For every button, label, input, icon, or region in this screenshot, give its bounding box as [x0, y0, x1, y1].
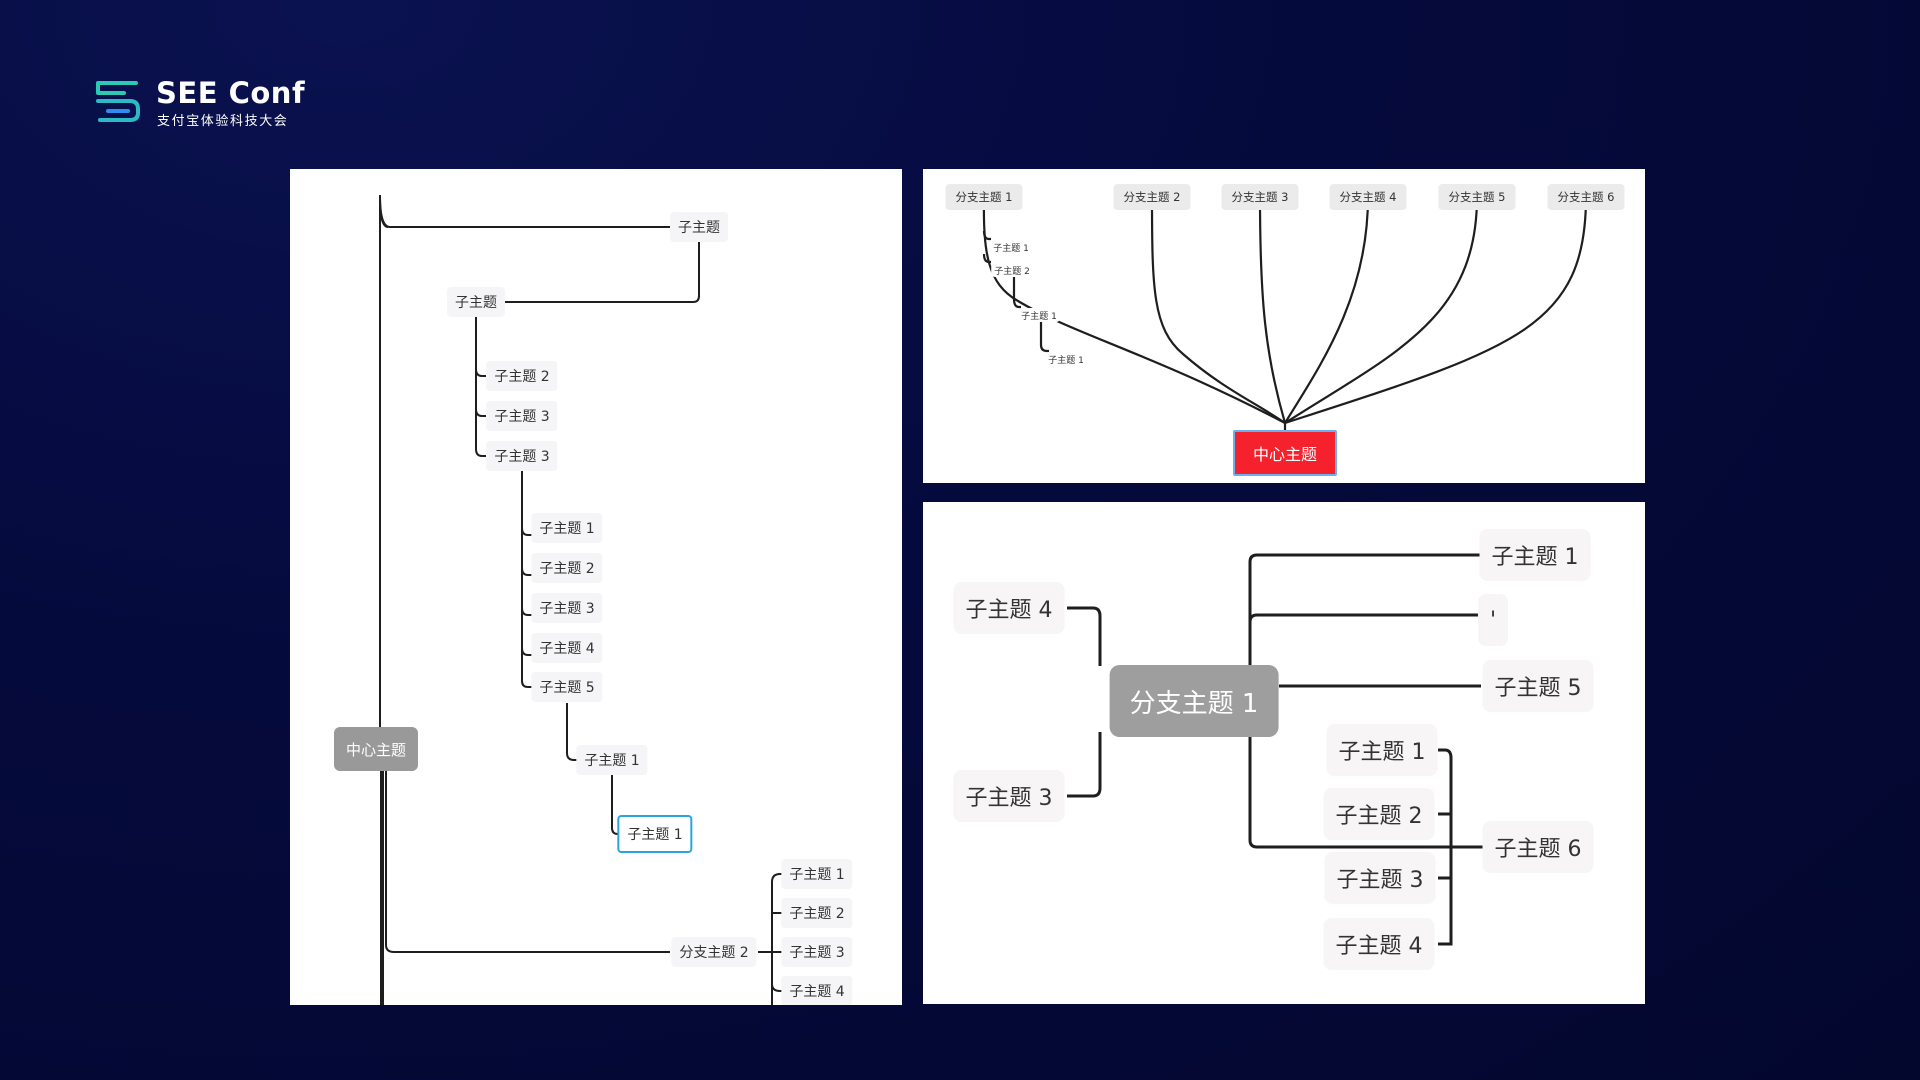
- right-topic-1[interactable]: 子主题 1: [1479, 529, 1591, 581]
- topic-level3-2[interactable]: 子主题 2: [531, 553, 603, 583]
- see-conf-logo: SEE Conf 支付宝体验科技大会: [94, 76, 305, 132]
- topic-level2-3[interactable]: 子主题 3: [486, 441, 558, 471]
- right-topic-empty[interactable]: ': [1477, 594, 1509, 646]
- branch-2-top[interactable]: 分支主题 2: [1113, 184, 1191, 210]
- see-conf-logo-icon: [96, 81, 140, 122]
- mindmap-panel-left: 子主题 子主题 子主题 2 子主题 3 子主题 3 子主题 1 子主题 2 子主…: [290, 169, 902, 1005]
- connectors-bottom-right: [1067, 553, 1483, 946]
- brand-name: SEE Conf: [156, 76, 306, 110]
- sub-topic-2[interactable]: 子主题 2: [1323, 788, 1435, 840]
- sub-item-1[interactable]: 子主题 1: [990, 240, 1032, 254]
- sub-topic-4[interactable]: 子主题 4: [1323, 918, 1435, 970]
- topic-selected[interactable]: 子主题 1: [617, 815, 693, 853]
- branch-6-top[interactable]: 分支主题 6: [1547, 184, 1625, 210]
- branch-4-top[interactable]: 分支主题 4: [1329, 184, 1407, 210]
- right-topic-6[interactable]: 子主题 6: [1482, 821, 1594, 873]
- branch2-child-3[interactable]: 子主题 3: [781, 937, 853, 967]
- connectors-left: [379, 194, 784, 1005]
- branch2-child-4[interactable]: 子主题 4: [781, 976, 853, 1005]
- topic-level2-1[interactable]: 子主题 2: [486, 361, 558, 391]
- branch-2[interactable]: 分支主题 2: [671, 937, 757, 967]
- center-topic-left[interactable]: 中心主题: [333, 727, 419, 771]
- branch-5-top[interactable]: 分支主题 5: [1438, 184, 1516, 210]
- brand-subtitle: 支付宝体验科技大会: [157, 114, 289, 129]
- sub-item-3[interactable]: 子主题 1: [1018, 308, 1060, 322]
- mindmap-panel-bottom-right: 子主题 4 子主题 3 分支主题 1 子主题 1 ' 子主题 5 子主题 6 子…: [923, 502, 1645, 1004]
- center-topic-bottom-right[interactable]: 分支主题 1: [1109, 665, 1279, 737]
- left-topic-4[interactable]: 子主题 4: [953, 582, 1065, 634]
- sub-item-4[interactable]: 子主题 1: [1045, 352, 1087, 366]
- topic-level3-4[interactable]: 子主题 4: [531, 633, 603, 663]
- topic-level3-1[interactable]: 子主题 1: [531, 513, 603, 543]
- left-topic-3[interactable]: 子主题 3: [953, 770, 1065, 822]
- topic-level1[interactable]: 子主题: [447, 287, 505, 317]
- topic-level2-2[interactable]: 子主题 3: [486, 401, 558, 431]
- branch2-child-1[interactable]: 子主题 1: [781, 859, 853, 889]
- branch-3-top[interactable]: 分支主题 3: [1221, 184, 1299, 210]
- topic-level3-5[interactable]: 子主题 5: [531, 672, 603, 702]
- mindmap-panel-top-right: 分支主题 1 分支主题 2 分支主题 3 分支主题 4 分支主题 5 分支主题 …: [923, 169, 1645, 483]
- sub-topic-1[interactable]: 子主题 1: [1326, 724, 1438, 776]
- branch2-child-2[interactable]: 子主题 2: [781, 898, 853, 928]
- branch-1-top[interactable]: 分支主题 1: [945, 184, 1023, 210]
- center-topic-top-right[interactable]: 中心主题: [1232, 430, 1338, 476]
- right-topic-5[interactable]: 子主题 5: [1482, 660, 1594, 712]
- topic-level4[interactable]: 子主题 1: [576, 745, 648, 775]
- topic-top[interactable]: 子主题: [670, 212, 728, 242]
- sub-item-2[interactable]: 子主题 2: [991, 263, 1033, 277]
- topic-level3-3[interactable]: 子主题 3: [531, 593, 603, 623]
- sub-topic-3[interactable]: 子主题 3: [1324, 852, 1436, 904]
